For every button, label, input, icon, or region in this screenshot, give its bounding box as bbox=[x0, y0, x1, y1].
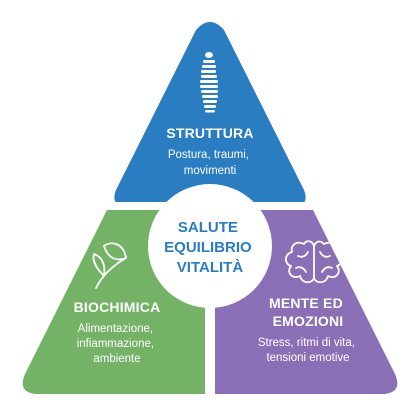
center-circle bbox=[148, 184, 272, 308]
center-title: SALUTE EQUILIBRIO VITALITÀ bbox=[164, 219, 256, 276]
spine-icon bbox=[200, 52, 218, 113]
center-line-1: SALUTE bbox=[178, 219, 238, 236]
mind-title: MENTE ED EMOZIONI bbox=[269, 295, 347, 329]
structure-title: STRUTTURA bbox=[166, 125, 253, 141]
biochemistry-title: BIOCHIMICA bbox=[74, 299, 161, 315]
biochemistry-description: Alimentazione, infiammazione, ambiente bbox=[77, 323, 158, 365]
structure-description: Postura, traumi, movimenti bbox=[168, 149, 252, 177]
center-line-3: VITALITÀ bbox=[177, 259, 244, 276]
structure-segment bbox=[114, 22, 306, 208]
mind-description: Stress, ritmi di vita, tensioni emotive bbox=[258, 337, 358, 364]
brain-icon bbox=[284, 240, 344, 284]
center-line-2: EQUILIBRIO bbox=[164, 239, 252, 256]
leaf-icon bbox=[92, 242, 127, 289]
